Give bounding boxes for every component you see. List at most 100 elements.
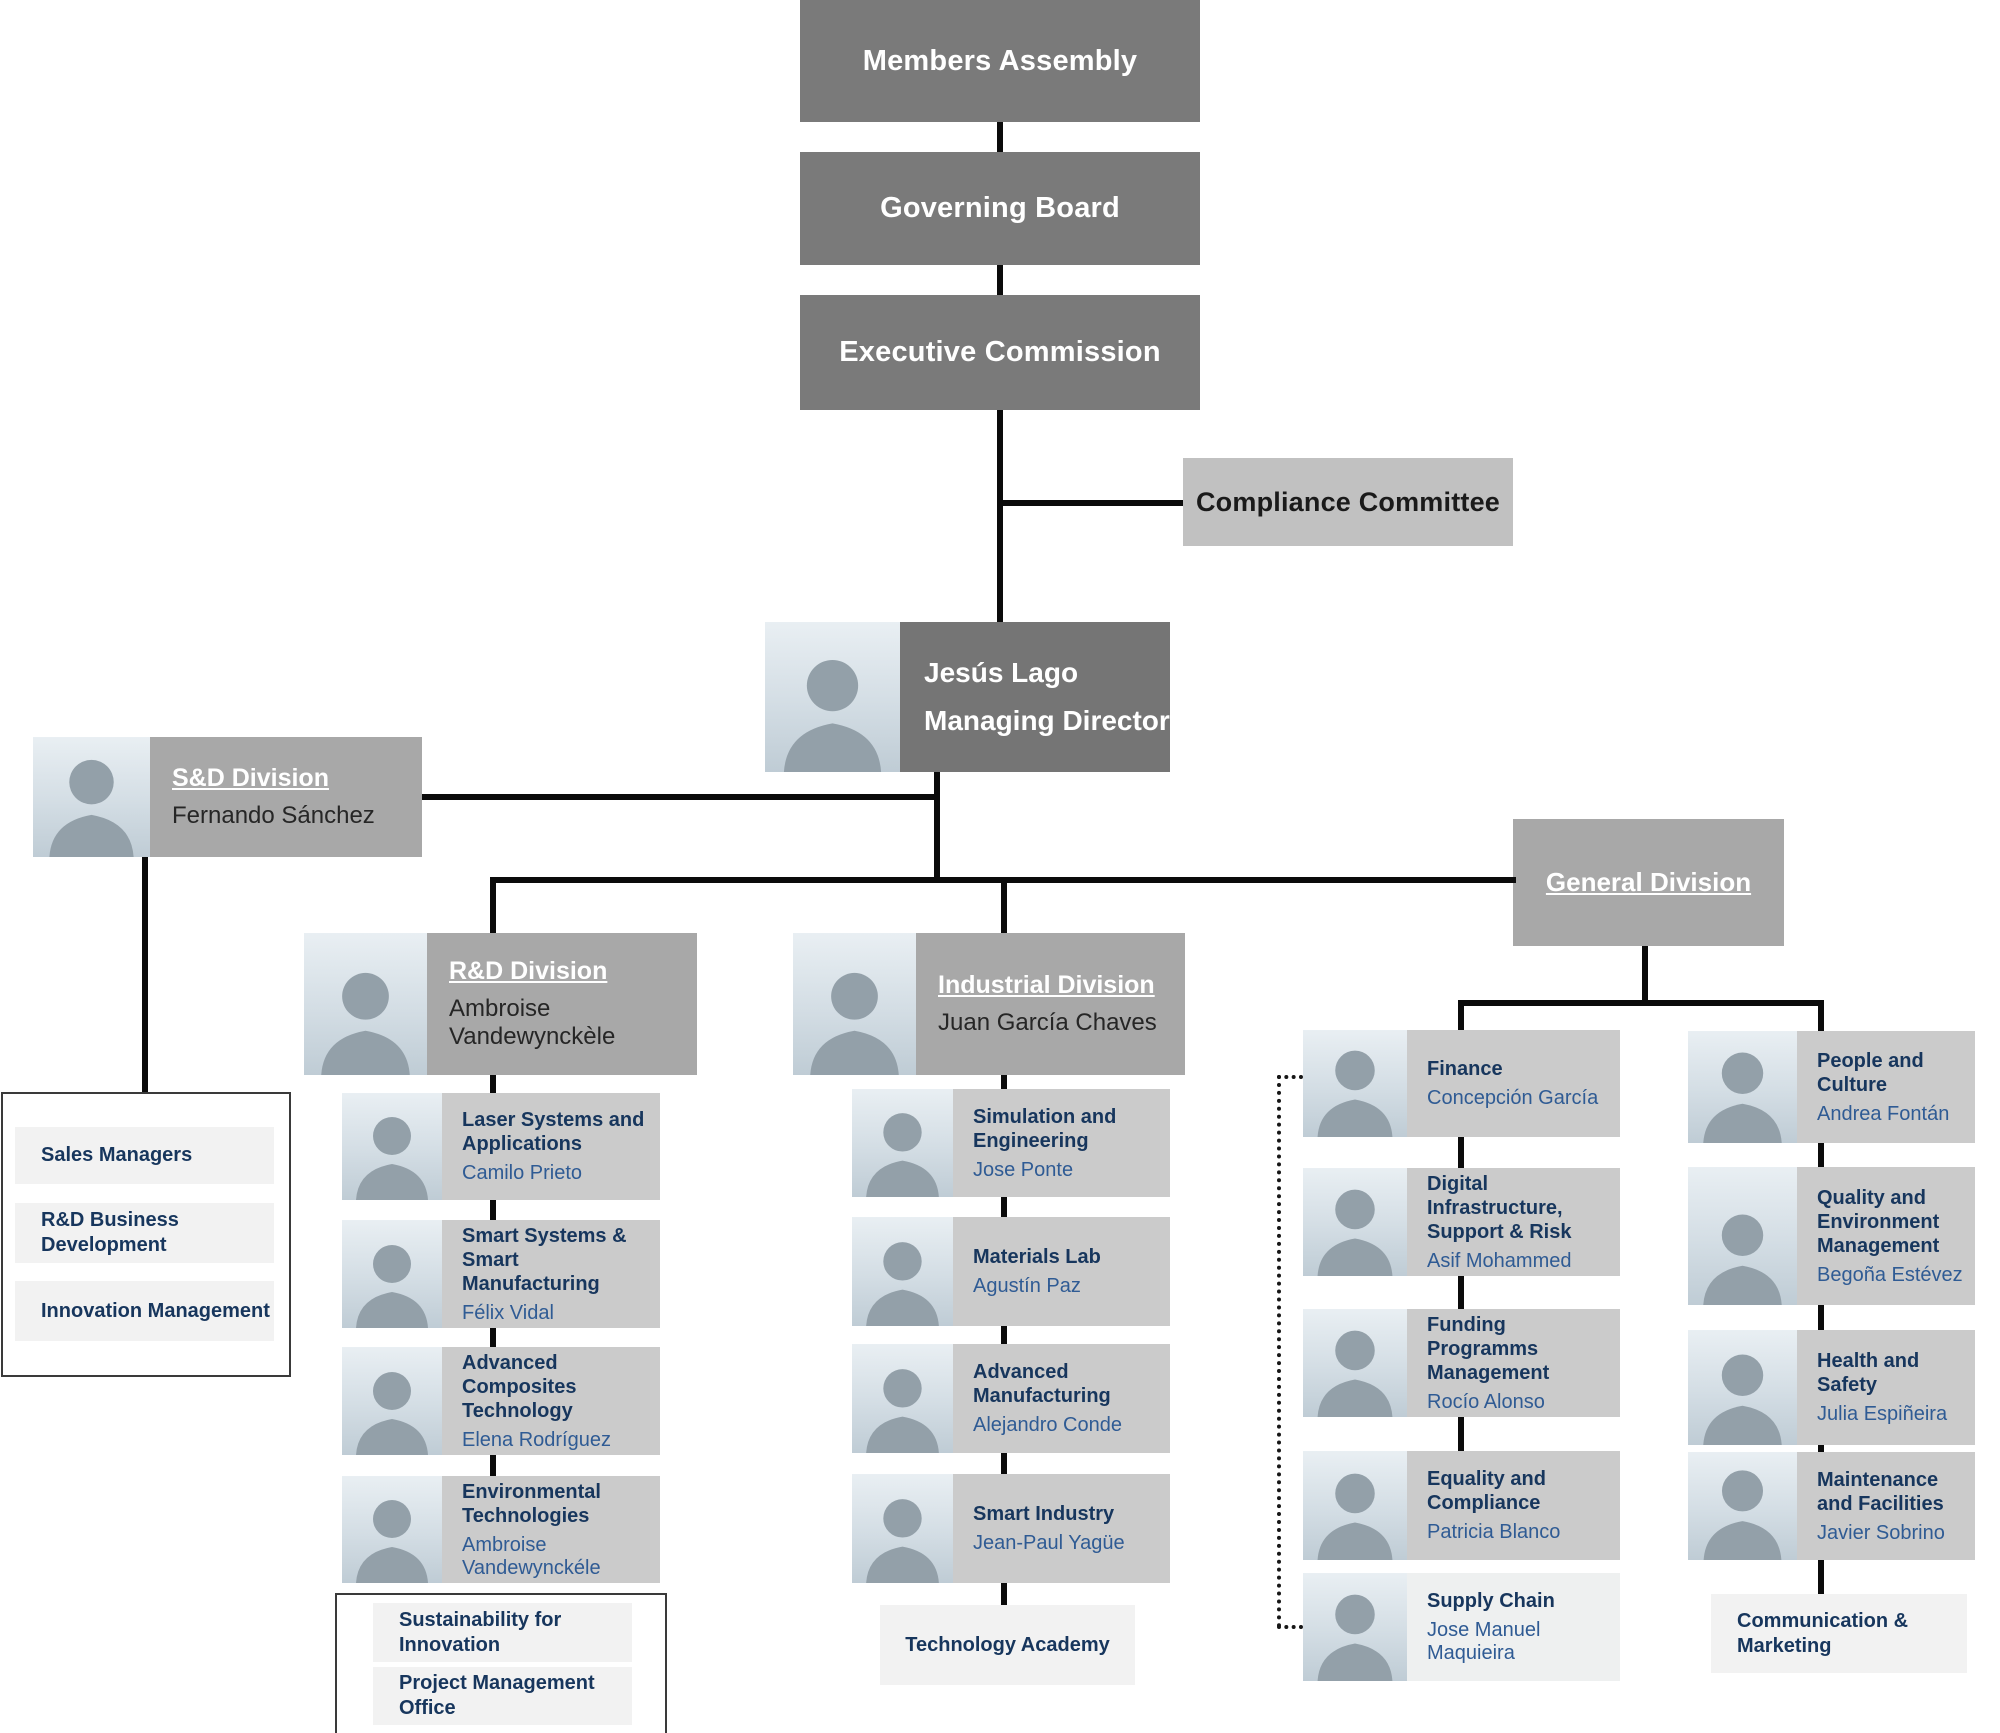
connector-gdl-1 [1458,1006,1464,1030]
connector-compliance [1000,500,1183,506]
connector-sd-branch [422,794,936,800]
advanced-composites-card: Advanced Composites Technology Elena Rod… [342,1347,660,1455]
dotted-connector-vertical [1277,1075,1281,1628]
photo-jean-paul-yague [852,1474,953,1583]
people-culture-card: People and Culture Andrea Fontán [1688,1031,1975,1143]
photo-felix-vidal [342,1220,442,1328]
sustainability-for-innovation-box: Sustainability for Innovation [373,1603,632,1662]
connector-gdl-4 [1458,1417,1464,1451]
photo-asif-mohammed [1303,1168,1407,1276]
photo-ambroise-vandewynckele-2 [342,1476,442,1583]
connector-gdr-1 [1818,1006,1824,1031]
simulation-engineering-title: Simulation and Engineering [973,1105,1117,1152]
equality-compliance-title: Equality and Compliance [1427,1468,1546,1514]
connector-gdl-2 [1458,1137,1464,1168]
supply-chain-lead: Jose Manuel Maquieira [1427,1619,1541,1664]
connector-gdr-3 [1818,1305,1824,1330]
project-management-office-box: Project Management Office [373,1667,632,1725]
advanced-manufacturing-card: Advanced Manufacturing Alejandro Conde [852,1344,1170,1453]
smart-industry-lead: Jean-Paul Yagüe [973,1532,1125,1554]
compliance-committee-box: Compliance Committee [1183,458,1513,546]
photo-andrea-fontan [1688,1031,1797,1143]
sd-division-title: S&D Division [172,764,329,793]
health-safety-title: Health and Safety [1817,1350,1920,1396]
advanced-composites-title: Advanced Composites Technology [462,1351,577,1422]
photo-rocio-alonso [1303,1309,1407,1417]
simulation-engineering-lead: Jose Ponte [973,1158,1074,1181]
photo-concepcion-garcia [1303,1030,1407,1137]
connector-gb-ec [997,265,1003,295]
connector-rd-2 [490,1200,496,1220]
funding-programms-title: Funding Programms Management [1427,1313,1550,1384]
maintenance-facilities-card: Maintenance and Facilities Javier Sobrin… [1688,1452,1975,1560]
photo-begona-estevez [1688,1167,1797,1305]
health-safety-card: Health and Safety Julia Espiñeira [1688,1330,1975,1445]
connector-ind-academy [1001,1583,1007,1605]
laser-systems-lead: Camilo Prieto [462,1162,583,1184]
sales-managers-box: Sales Managers [15,1127,274,1184]
simulation-engineering-card: Simulation and Engineering Jose Ponte [852,1089,1170,1197]
photo-julia-espineira [1688,1330,1797,1445]
smart-systems-title: Smart Systems & Smart Manufacturing [462,1224,627,1295]
maintenance-facilities-lead: Javier Sobrino [1817,1521,1945,1544]
managing-director-card: Jesús Lago Managing Director [765,622,1170,772]
supply-chain-title: Supply Chain [1427,1590,1555,1612]
sd-division-body: S&D Division Fernando Sánchez [150,737,422,857]
connector-ind-4 [1001,1453,1007,1474]
connector-ind-2 [1001,1197,1007,1217]
photo-patricia-blanco [1303,1451,1407,1560]
connector-gd-bar [1458,1000,1824,1006]
funding-programms-lead: Rocío Alonso [1427,1390,1545,1413]
smart-systems-lead: Félix Vidal [462,1301,554,1324]
health-safety-lead: Julia Espiñeira [1817,1403,1948,1425]
connector-drop-industrial [1001,883,1007,933]
equality-compliance-card: Equality and Compliance Patricia Blanco [1303,1451,1620,1560]
rd-division-title: R&D Division [449,957,608,986]
finance-card: Finance Concepción García [1303,1030,1620,1137]
materials-lab-card: Materials Lab Agustín Paz [852,1217,1170,1326]
connector-gd-down [1642,946,1648,1000]
connector-rd-3 [490,1328,496,1347]
connector-gdr-communication [1818,1560,1824,1594]
materials-lab-lead: Agustín Paz [973,1275,1081,1297]
connector-sd-units [142,857,148,1092]
photo-jose-ponte [852,1089,953,1197]
smart-industry-card: Smart Industry Jean-Paul Yagüe [852,1474,1170,1583]
digital-infrastructure-lead: Asif Mohammed [1427,1249,1572,1272]
rd-business-development-box: R&D Business Development [15,1203,274,1263]
industrial-division-title: Industrial Division [938,971,1155,1000]
rd-division-card: R&D Division Ambroise Vandewynckèle [304,933,697,1075]
advanced-manufacturing-title: Advanced Manufacturing [973,1361,1111,1407]
connector-ind-3 [1001,1326,1007,1344]
dotted-connector-top [1277,1075,1303,1079]
quality-environment-lead: Begoña Estévez [1817,1263,1963,1286]
digital-infrastructure-card: Digital Infrastructure, Support & Risk A… [1303,1168,1620,1276]
photo-javier-sobrino [1688,1452,1797,1560]
sd-division-lead: Fernando Sánchez [172,802,375,830]
laser-systems-title: Laser Systems and Applications [462,1109,645,1155]
connector-gdr-4 [1818,1445,1824,1452]
smart-systems-card: Smart Systems & Smart Manufacturing Féli… [342,1220,660,1328]
photo-alejandro-conde [852,1344,953,1453]
smart-industry-title: Smart Industry [973,1503,1115,1525]
communication-marketing-box: Communication & Marketing [1711,1594,1967,1673]
connector-divisions-bar [490,877,1516,883]
general-division-box: General Division [1513,819,1784,946]
advanced-manufacturing-lead: Alejandro Conde [973,1414,1122,1436]
innovation-management-box: Innovation Management [15,1281,274,1341]
connector-ind-1 [1001,1075,1007,1089]
general-division-title: General Division [1545,867,1752,897]
photo-elena-rodriguez [342,1347,442,1455]
industrial-division-lead: Juan García Chaves [938,1009,1157,1037]
connector-ec-md [997,410,1003,622]
photo-juan-garcia-chaves [793,933,916,1075]
connector-md-down [934,772,940,883]
members-assembly-box: Members Assembly [800,0,1200,122]
funding-programms-card: Funding Programms Management Rocío Alons… [1303,1309,1620,1417]
photo-jesus-lago [765,622,900,772]
rd-division-body: R&D Division Ambroise Vandewynckèle [427,933,697,1075]
connector-ma-gb [997,122,1003,152]
industrial-division-card: Industrial Division Juan García Chaves [793,933,1185,1075]
digital-infrastructure-title: Digital Infrastructure, Support & Risk [1427,1172,1572,1243]
